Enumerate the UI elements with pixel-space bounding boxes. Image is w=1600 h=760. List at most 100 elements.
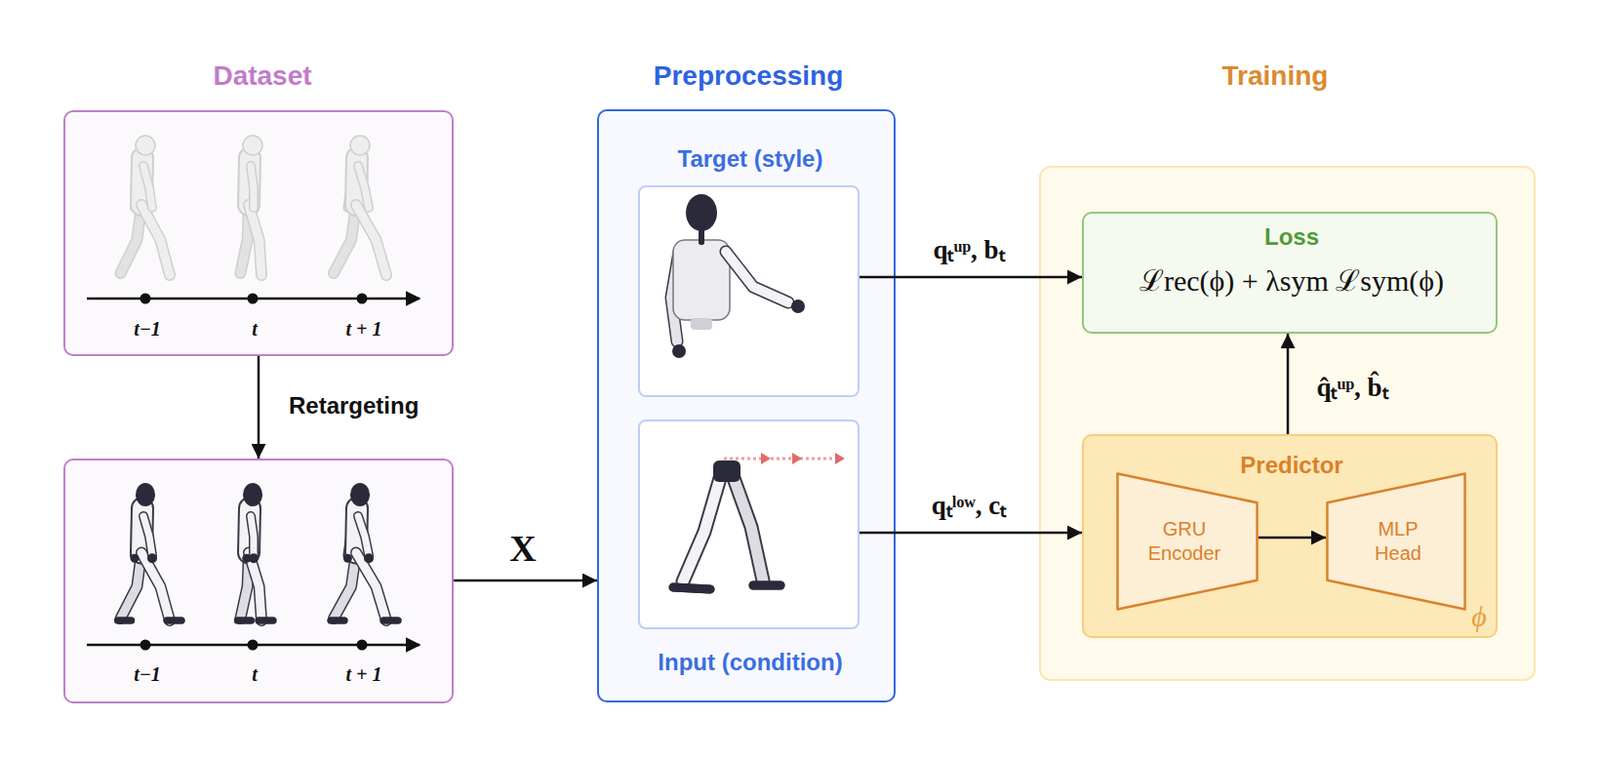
time-label: t + 1: [346, 663, 383, 686]
time-dot: [247, 293, 259, 305]
arm: [725, 251, 789, 303]
loss-box: Lossℒrec(ϕ) + λsym ℒsym(ϕ): [1081, 211, 1498, 334]
leg: [356, 204, 387, 276]
leg: [682, 478, 720, 582]
flow-arrow: [1286, 333, 1290, 435]
foot: [383, 617, 399, 625]
time-label: t: [251, 318, 258, 341]
section-heading: Training: [1222, 60, 1329, 92]
hand: [248, 553, 259, 563]
time-dot: [247, 640, 259, 651]
leg: [240, 553, 249, 620]
leg: [141, 204, 170, 276]
torso: [356, 508, 358, 554]
time-label: t−1: [133, 663, 161, 686]
arm: [134, 516, 143, 556]
time-label: t: [251, 663, 258, 686]
hand: [130, 554, 140, 563]
head: [350, 482, 370, 507]
trapezoid-outline: [1116, 472, 1259, 611]
foot: [237, 617, 251, 625]
torso: [248, 508, 250, 554]
command-arrowhead: [792, 452, 802, 465]
arm: [725, 251, 789, 303]
module-label: MLP Head: [1354, 517, 1442, 566]
foot: [330, 617, 345, 625]
leg: [240, 204, 249, 274]
foot: [383, 617, 399, 625]
flow-arrow: [859, 531, 1082, 535]
leg: [733, 478, 763, 581]
head: [135, 135, 156, 156]
hand: [672, 344, 686, 359]
leg: [333, 204, 357, 274]
leg: [141, 553, 170, 622]
arm: [134, 516, 143, 556]
trapezoid-shape: [1326, 473, 1465, 609]
foot: [753, 581, 781, 591]
arm: [358, 165, 369, 208]
time-axis: [86, 643, 420, 647]
target-box: Target (style): [638, 185, 860, 398]
torso: [248, 158, 250, 205]
trapezoid-outline: [1325, 472, 1467, 611]
neck: [698, 230, 705, 242]
dataset-box: Datasett−1tt + 1: [63, 110, 454, 357]
leg: [356, 553, 387, 622]
arm: [143, 516, 153, 556]
time-label: t + 1: [346, 318, 383, 341]
foot: [166, 617, 182, 625]
foot: [258, 617, 274, 625]
edge-label: Retargeting: [288, 392, 419, 420]
arm: [143, 165, 153, 208]
timeline: [86, 293, 420, 305]
foot: [166, 617, 182, 625]
section-heading: Dataset: [212, 60, 312, 92]
command-arrowhead: [760, 452, 771, 465]
flow-arrow: [453, 579, 598, 583]
predictor-box: PredictorϕGRU EncoderMLP Head: [1081, 434, 1498, 639]
foot: [237, 617, 251, 625]
timeline: [86, 640, 420, 651]
leg: [248, 553, 262, 622]
preprocessing-box: PreprocessingTarget (style)Input (condit…: [597, 109, 896, 703]
leg: [141, 204, 170, 276]
torso: [248, 158, 250, 205]
torso: [141, 158, 143, 205]
leg: [248, 204, 262, 276]
time-dot: [140, 640, 152, 651]
flow-arrow: [1258, 536, 1326, 540]
arm: [358, 165, 369, 208]
encoder-trapezoid: GRU Encoder: [1116, 472, 1259, 611]
torso: [356, 508, 358, 554]
robot-figure: [330, 482, 399, 621]
leg: [733, 478, 763, 581]
torso: [673, 240, 730, 320]
hand: [241, 554, 251, 563]
arm: [250, 165, 254, 208]
foot: [118, 617, 132, 625]
leg: [120, 553, 142, 620]
torso: [356, 158, 358, 205]
edge-symbol: qₜˡᵒʷ, cₜ: [931, 485, 1007, 522]
hand: [791, 299, 805, 314]
time-dot: [357, 640, 368, 651]
leg: [248, 204, 262, 276]
arm: [250, 165, 254, 208]
arm: [347, 516, 358, 556]
box-heading: Input (condition): [657, 648, 842, 677]
module-label: GRU Encoder: [1135, 517, 1234, 566]
arm: [358, 516, 369, 556]
foot: [258, 617, 274, 625]
box-heading: Target (style): [678, 145, 824, 173]
hand: [343, 554, 353, 563]
leg: [248, 553, 262, 622]
leg: [682, 478, 720, 582]
arm: [143, 516, 153, 556]
retargeted-box: t−1 t t + 1: [63, 458, 454, 704]
edge-symbol: qₜᵘᵖ, bₜ: [932, 230, 1004, 267]
arm: [245, 165, 250, 208]
velocity-command: [723, 457, 840, 461]
